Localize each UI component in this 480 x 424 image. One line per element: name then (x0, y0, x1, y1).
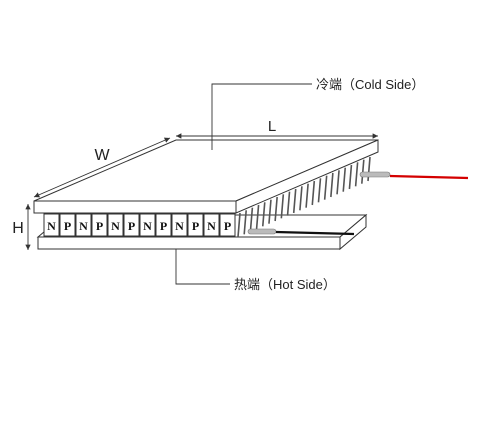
side-fin (299, 186, 303, 211)
height-dimension: H (12, 204, 31, 250)
np-junction-letter: N (207, 219, 216, 233)
side-fin (354, 162, 359, 187)
np-junction-cell: N (171, 213, 188, 237)
np-junction-letter: P (192, 219, 199, 233)
np-junction-letter: N (79, 219, 88, 233)
np-junction-cell: P (59, 213, 76, 237)
np-junction-letter: N (111, 219, 120, 233)
length-label: L (268, 118, 276, 135)
np-junction-letter: N (143, 219, 152, 233)
side-fin (361, 159, 365, 184)
hot-side-label: 热端（Hot Side） (234, 277, 336, 292)
side-fin (311, 180, 316, 206)
cold-side-label: 冷端（Cold Side） (316, 77, 424, 92)
np-junction-letter: P (64, 219, 71, 233)
side-fin (268, 199, 272, 224)
side-fin (330, 172, 334, 198)
np-junction-letter: P (160, 219, 167, 233)
side-fin (348, 164, 353, 190)
np-junction-letter: P (128, 219, 135, 233)
side-fin (323, 175, 328, 200)
np-junction-cell: P (155, 213, 172, 237)
np-junction-cell: N (107, 213, 124, 237)
np-junction-cell: P (123, 213, 140, 237)
side-fin (243, 210, 247, 235)
side-fin (367, 156, 371, 182)
side-fin (336, 170, 340, 195)
side-fin (292, 188, 297, 214)
side-fin (261, 202, 266, 227)
np-junction-letter: P (96, 219, 103, 233)
width-label: W (94, 147, 110, 164)
side-fin (249, 207, 254, 232)
hot-side-callout: 热端（Hot Side） (175, 249, 336, 292)
negative-lead-wire (247, 228, 355, 236)
side-fin (342, 167, 347, 192)
side-thermo-elements (237, 156, 371, 238)
np-junction-cell: N (203, 213, 220, 237)
positive-lead-wire (359, 171, 469, 180)
np-junction-cell: N (75, 213, 92, 237)
np-junction-letter: N (175, 219, 184, 233)
height-label: H (12, 220, 24, 237)
side-fin (305, 183, 309, 208)
cold-side-callout: 冷端（Cold Side） (211, 77, 424, 150)
length-dimension: L (176, 118, 378, 139)
width-dimension: W (33, 137, 171, 198)
side-fin (286, 191, 291, 216)
np-junction-letter: P (224, 219, 231, 233)
np-junction-cell: P (187, 213, 204, 237)
np-junction-letter: N (47, 219, 56, 233)
side-fin (280, 194, 285, 219)
np-junction-cell: P (219, 213, 236, 237)
side-fin (255, 204, 260, 230)
np-junction-cell: P (91, 213, 108, 237)
side-fin (237, 212, 241, 238)
side-fin (317, 178, 322, 203)
np-junction-cell: N (43, 213, 60, 237)
np-junction-cell: N (139, 213, 156, 237)
side-fin (274, 196, 278, 222)
